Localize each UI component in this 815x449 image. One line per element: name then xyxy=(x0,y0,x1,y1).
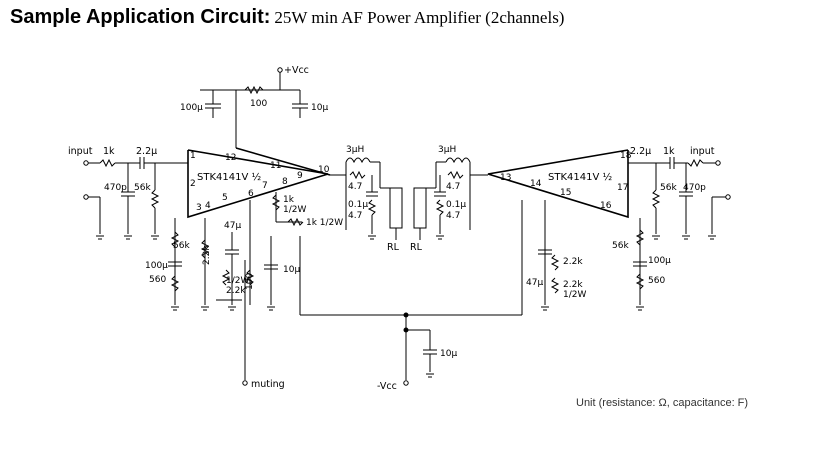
left-inductor-label: 3μH xyxy=(346,145,364,155)
left-load-label: RL xyxy=(387,242,400,253)
left-r-fb2-label: 1/2W xyxy=(283,205,306,215)
right-pin-13: 13 xyxy=(500,173,511,183)
muting-label: muting xyxy=(251,379,285,390)
left-pin-2: 2 xyxy=(190,179,196,189)
right-c-47-label: 47μ xyxy=(526,278,543,288)
left-c-47-label: 47μ xyxy=(224,221,241,231)
right-r-22k2-label: 2.2k xyxy=(563,280,583,290)
left-c-10-label: 10μ xyxy=(283,265,300,275)
left-r-560-label: 560 xyxy=(149,275,166,285)
left-c-vcc-label: 10μ xyxy=(311,103,328,113)
title-subtitle: 25W min AF Power Amplifier (2channels) xyxy=(274,8,565,27)
left-pin-3: 3 xyxy=(196,203,202,213)
left-pin-6: 6 xyxy=(248,189,254,199)
left-r-fb1-label: 1k xyxy=(283,195,295,205)
title-bold: Sample Application Circuit: xyxy=(10,6,271,28)
left-r-fb3-label: 1k 1/2W xyxy=(306,218,343,228)
left-c-shunt-label: 470p xyxy=(104,183,127,193)
right-r-22k-label: 2.2k xyxy=(563,257,583,267)
left-pin-1: 1 xyxy=(190,151,196,161)
left-r-shunt-label: 56k xyxy=(134,183,151,193)
left-pin-9: 9 xyxy=(297,171,303,181)
right-r-2w-label: 1/2W xyxy=(563,290,586,300)
left-r-2w-label: 1/2W xyxy=(226,276,249,286)
left-r-snub2-label: 4.7 xyxy=(348,211,362,221)
vcc-positive-rail: +Vcc 100 100μ 10μ xyxy=(180,65,328,148)
left-input-label: input xyxy=(68,146,93,157)
right-r-in-label: 1k xyxy=(663,146,675,157)
vcc-negative-label: -Vcc xyxy=(377,381,397,392)
right-c-snub-label: 0.1μ xyxy=(446,200,466,210)
page-title: Sample Application Circuit:25W min AF Po… xyxy=(10,6,564,29)
left-c-snub-label: 0.1μ xyxy=(348,200,368,210)
left-pin-10: 10 xyxy=(318,165,330,175)
left-r-56k-label: 56k xyxy=(173,241,190,251)
left-r-in-label: 1k xyxy=(103,146,115,157)
right-pin-15: 15 xyxy=(560,188,571,198)
right-c-in-label: 2.2μ xyxy=(630,146,651,157)
left-r-22k-label: 2.2k xyxy=(202,245,212,265)
right-ic-label: STK4141V ½ xyxy=(548,171,612,183)
unit-note: Unit (resistance: Ω, capacitance: F) xyxy=(576,397,749,409)
left-c-top-label: 100μ xyxy=(180,103,203,113)
left-pin-7: 7 xyxy=(262,181,268,191)
vcc-positive-label: +Vcc xyxy=(284,65,309,76)
left-pin-12: 12 xyxy=(225,153,236,163)
right-r-snub2-label: 4.7 xyxy=(446,211,460,221)
right-pin-14: 14 xyxy=(530,179,542,189)
left-r-top-label: 100 xyxy=(250,99,267,109)
right-r-56k-label: 56k xyxy=(612,241,629,251)
right-pin-16: 16 xyxy=(600,201,612,211)
left-channel: input 1k 2.2μ 470p 56k 1 12 11 10 2 xyxy=(68,145,403,390)
right-load-label: RL xyxy=(410,242,423,253)
left-ic-label: STK4141V ½ xyxy=(197,171,261,183)
c-neg-label: 10μ xyxy=(440,349,457,359)
left-c-100-label: 100μ xyxy=(145,261,168,271)
right-r-560-label: 560 xyxy=(648,276,665,286)
left-pin-5: 5 xyxy=(222,193,228,203)
right-pin-18: 18 xyxy=(620,151,632,161)
right-channel: input 1k 2.2μ 56k 470p 18 13 14 15 16 17… xyxy=(410,145,731,315)
left-c-in-label: 2.2μ xyxy=(136,146,157,157)
right-inductor-label: 3μH xyxy=(438,145,456,155)
vcc-negative-rail: -Vcc 10μ xyxy=(299,236,522,392)
right-input-label: input xyxy=(690,146,715,157)
left-pin-11: 11 xyxy=(270,161,281,171)
left-r-snub-label: 4.7 xyxy=(348,182,362,192)
right-c-100-label: 100μ xyxy=(648,256,671,266)
right-r-snub-label: 4.7 xyxy=(446,182,460,192)
left-pin-8: 8 xyxy=(282,177,288,187)
left-pin-4: 4 xyxy=(205,201,211,211)
left-r-22k2-label: 2.2k xyxy=(226,286,246,296)
right-pin-17: 17 xyxy=(617,183,628,193)
left-r-100-label: 100 xyxy=(245,273,255,290)
right-c-shunt-label: 470p xyxy=(683,183,706,193)
right-r-shunt-label: 56k xyxy=(660,183,677,193)
